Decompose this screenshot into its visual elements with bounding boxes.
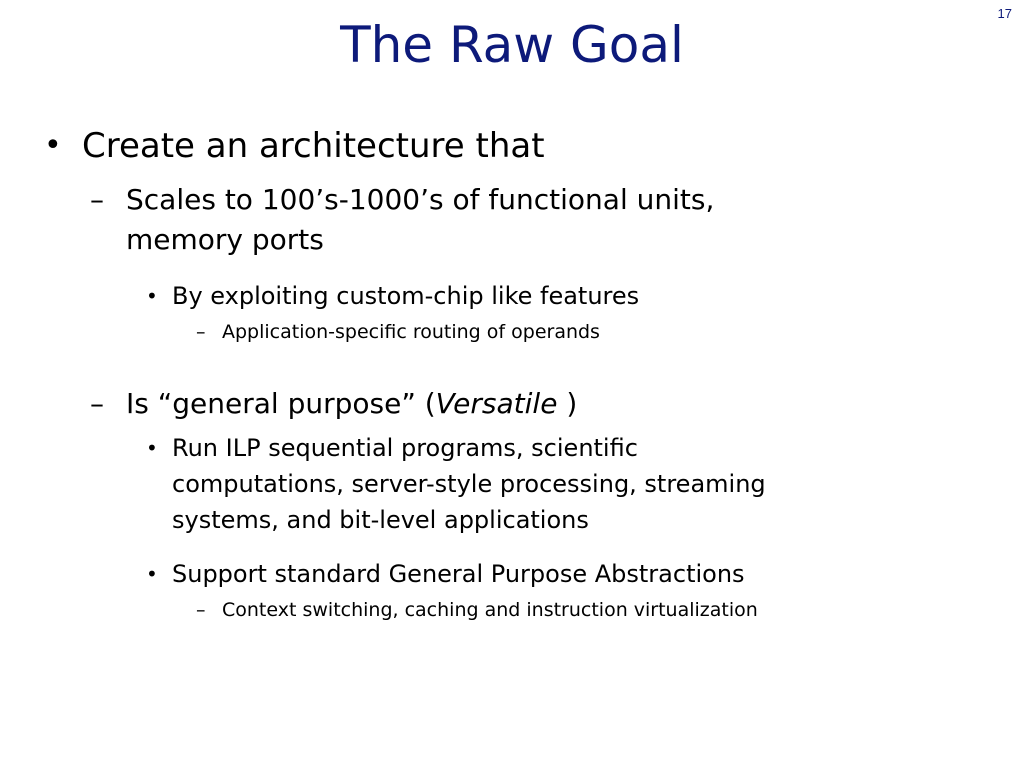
bullet-text-line: computations, server-style processing, s… — [172, 470, 766, 498]
bullet-text: Create an architecture that — [82, 126, 545, 166]
bullet-level1-item: • Create an architecture that — [44, 124, 545, 168]
bullet-level3-item: • Support standard General Purpose Abstr… — [146, 556, 745, 592]
bullet-text-line: Run ILP sequential programs, scientific — [172, 434, 638, 462]
bullet-text-line: memory ports — [126, 223, 324, 256]
slide-title: The Raw Goal — [340, 16, 684, 74]
bullet-marker: • — [146, 284, 158, 308]
bullet-text-line: Scales to 100’s-1000’s of functional uni… — [126, 183, 715, 216]
bullet-level4-item: – Application-specific routing of operan… — [196, 318, 600, 346]
bullet-level4-item: – Context switching, caching and instruc… — [196, 596, 758, 624]
bullet-level3-item: • Run ILP sequential programs, scientifi… — [146, 430, 766, 538]
bullet-level3-item: • By exploiting custom-chip like feature… — [146, 278, 640, 314]
dash-marker: – — [196, 321, 206, 343]
bullet-marker: • — [44, 128, 62, 163]
bullet-text-post: ) — [557, 387, 578, 420]
bullet-text: Context switching, caching and instructi… — [222, 599, 758, 621]
bullet-text: By exploiting custom-chip like features — [172, 282, 640, 310]
bullet-level2-item: – Is “general purpose” (Versatile ) — [90, 384, 578, 424]
page-number: 17 — [997, 6, 1012, 21]
dash-marker: – — [196, 599, 206, 621]
bullet-marker: • — [146, 436, 158, 460]
bullet-level2-item: – Scales to 100’s-1000’s of functional u… — [90, 180, 715, 260]
dash-marker: – — [90, 183, 104, 216]
bullet-text: Support standard General Purpose Abstrac… — [172, 560, 745, 588]
bullet-text-line: systems, and bit-level applications — [172, 506, 589, 534]
bullet-text-italic: Versatile — [435, 387, 558, 420]
bullet-text-pre: Is “general purpose” ( — [126, 387, 436, 420]
bullet-marker: • — [146, 562, 158, 586]
bullet-text: Application-specific routing of operands — [222, 321, 600, 343]
dash-marker: – — [90, 387, 104, 420]
